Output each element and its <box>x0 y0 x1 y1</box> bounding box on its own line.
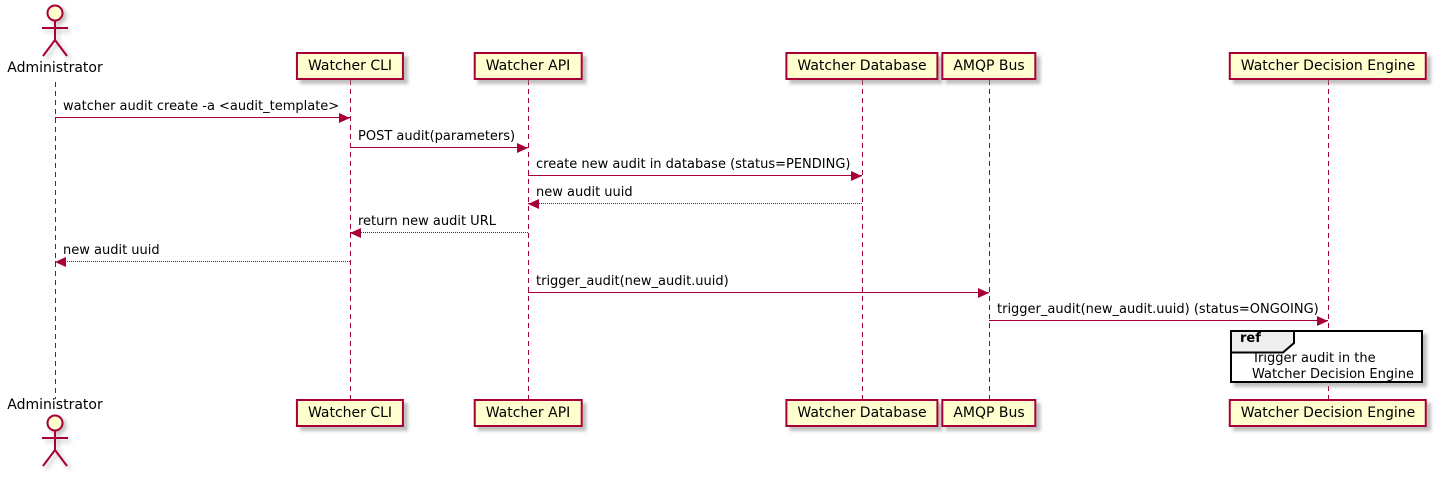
message-label-3: new audit uuid <box>536 185 633 200</box>
message-label-1: POST audit(parameters) <box>358 129 516 144</box>
message-label-2: create new audit in database (status=PEN… <box>536 157 851 172</box>
ref-tag: ref <box>1230 330 1296 354</box>
actor-label-administrator: Administrator <box>7 60 103 76</box>
participant-box-bottom-watcher-cli: Watcher CLI <box>295 399 405 427</box>
message-label-7: trigger_audit(new_audit.uuid) (status=ON… <box>997 302 1319 317</box>
message-arrowhead-5 <box>55 257 66 267</box>
message-line-0 <box>55 117 350 118</box>
participant-box-watcher-api: Watcher API <box>473 52 583 80</box>
lifeline-amqp-bus <box>989 80 990 399</box>
message-arrowhead-3 <box>528 199 539 209</box>
message-line-4 <box>350 232 528 233</box>
lifeline-watcher-decision-engine <box>1328 80 1329 399</box>
actor-icon-administrator <box>35 4 75 60</box>
message-line-7 <box>989 320 1328 321</box>
actor-label-bottom-administrator: Administrator <box>7 397 103 413</box>
message-line-2 <box>528 175 862 176</box>
message-arrowhead-7 <box>1317 316 1328 326</box>
message-line-5 <box>55 261 350 262</box>
participant-box-watcher-decision-engine: Watcher Decision Engine <box>1228 52 1428 80</box>
participant-box-bottom-watcher-api: Watcher API <box>473 399 583 427</box>
lifeline-administrator <box>55 82 56 399</box>
lifeline-watcher-database <box>862 80 863 399</box>
message-arrowhead-4 <box>350 228 361 238</box>
message-arrowhead-1 <box>517 143 528 153</box>
lifeline-watcher-api <box>528 80 529 399</box>
message-label-6: trigger_audit(new_audit.uuid) <box>536 274 729 289</box>
participant-box-watcher-database: Watcher Database <box>785 52 939 80</box>
participant-box-watcher-cli: Watcher CLI <box>295 52 405 80</box>
ref-text-line-0: Trigger audit in the <box>1252 351 1376 366</box>
message-label-0: watcher audit create -a <audit_template> <box>63 99 340 114</box>
message-arrowhead-6 <box>978 288 989 298</box>
actor-icon-bottom-administrator <box>35 414 75 470</box>
message-label-5: new audit uuid <box>63 243 160 258</box>
lifeline-watcher-cli <box>350 80 351 399</box>
participant-box-bottom-amqp-bus: AMQP Bus <box>941 399 1037 427</box>
participant-box-bottom-watcher-database: Watcher Database <box>785 399 939 427</box>
ref-tag-label: ref <box>1240 331 1261 346</box>
message-line-6 <box>528 292 989 293</box>
message-line-3 <box>528 203 862 204</box>
message-arrowhead-2 <box>851 171 862 181</box>
participant-box-amqp-bus: AMQP Bus <box>941 52 1037 80</box>
ref-text-line-1: Watcher Decision Engine <box>1252 367 1414 382</box>
message-arrowhead-0 <box>339 113 350 123</box>
message-line-1 <box>350 147 528 148</box>
message-label-4: return new audit URL <box>358 214 496 229</box>
participant-box-bottom-watcher-decision-engine: Watcher Decision Engine <box>1228 399 1428 427</box>
